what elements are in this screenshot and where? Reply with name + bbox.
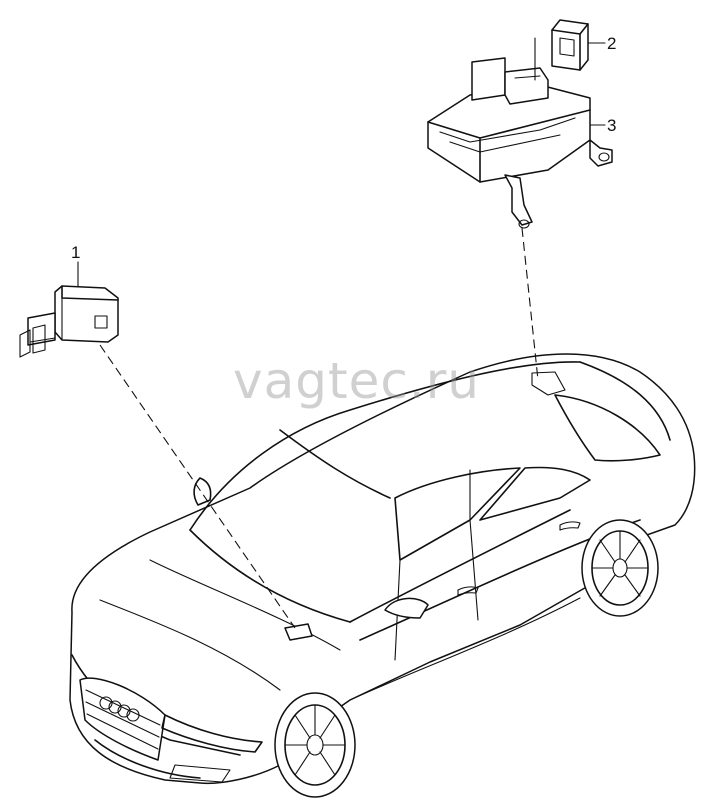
control-unit-mount-marker xyxy=(531,371,566,396)
front-wheel xyxy=(274,692,356,798)
car-illustration xyxy=(69,353,696,798)
part-3-mount-dashed-line xyxy=(521,227,539,381)
part-3-control-unit xyxy=(427,37,613,229)
sensor-mount-marker xyxy=(284,623,313,641)
part-1-mount-dashed-line xyxy=(99,344,296,629)
callout-1-label: 1 xyxy=(71,243,80,262)
part-1-sensor xyxy=(19,285,119,358)
callout-2-label: 2 xyxy=(607,34,616,53)
callout-3-label: 3 xyxy=(607,116,616,135)
watermark: vagtec.ru xyxy=(233,352,480,410)
rear-wheel xyxy=(581,519,659,617)
part-2-connector xyxy=(551,19,589,71)
brand-logo-rings xyxy=(99,696,140,722)
